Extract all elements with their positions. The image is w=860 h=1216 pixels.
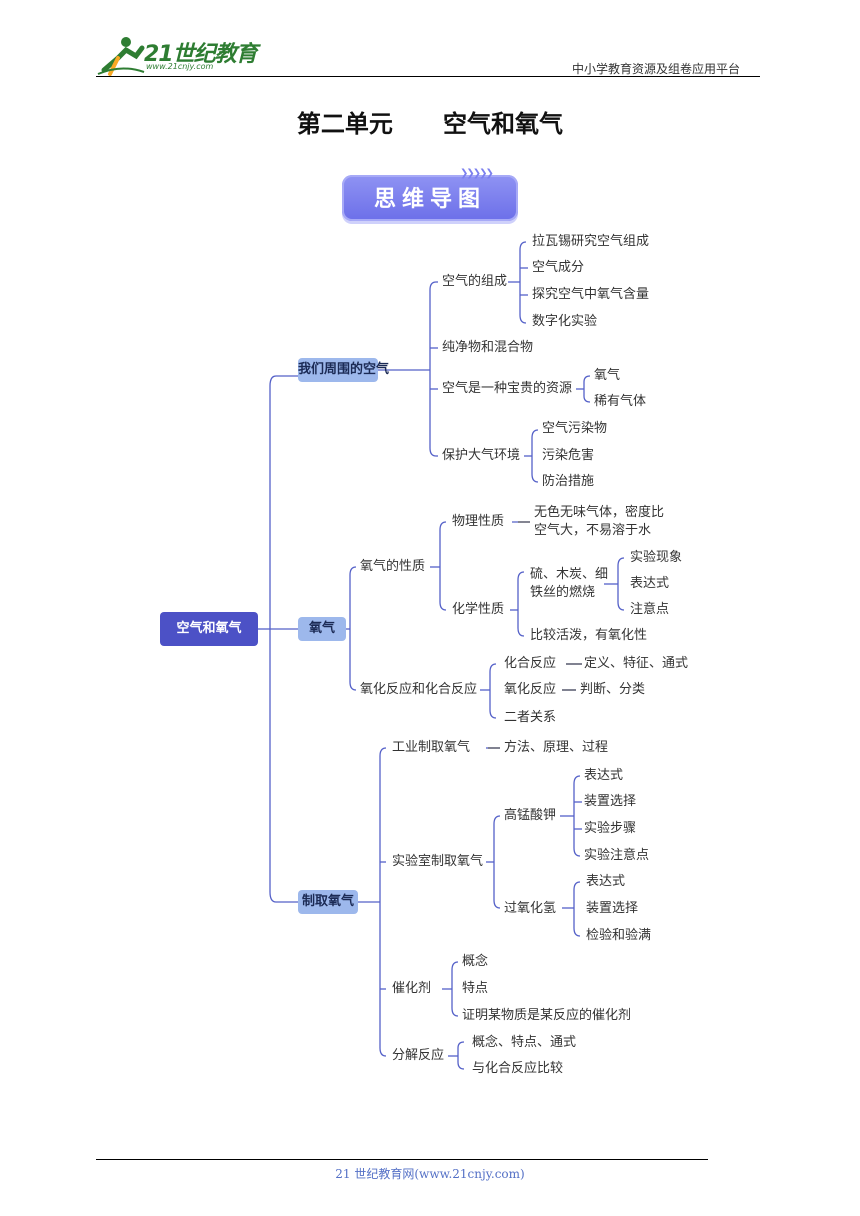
node-chemical-properties: 化学性质	[452, 602, 505, 617]
leaf: 定义、特征、通式	[584, 656, 689, 671]
leaf: 装置选择	[584, 794, 637, 809]
node-h2o2: 过氧化氢	[504, 901, 557, 916]
leaf: 实验现象	[630, 550, 683, 565]
leaf: 检验和验满	[586, 928, 652, 943]
node-combination: 化合反应	[504, 656, 557, 671]
node-protect-atmosphere: 保护大气环境	[442, 448, 521, 463]
node-oxygen-properties: 氧气的性质	[360, 559, 426, 574]
leaf: 特点	[462, 981, 489, 996]
mindmap-banner-text: 思维导图	[373, 187, 486, 212]
chevron-decoration-icon: ❯❯❯❯❯	[460, 168, 494, 179]
runner-logo-icon	[97, 37, 145, 76]
node-industrial: 工业制取氧气	[392, 740, 471, 755]
leaf: 证明某物质是某反应的催化剂	[462, 1008, 632, 1023]
leaf: 实验步骤	[584, 821, 637, 836]
leaf: 表达式	[630, 576, 670, 591]
leaf: 概念	[462, 954, 489, 969]
node-oxidation-combination: 氧化反应和化合反应	[360, 682, 478, 697]
node-lab: 实验室制取氧气	[392, 854, 484, 869]
leaf: 探究空气中氧气含量	[532, 287, 650, 302]
leaf: 氧气	[594, 368, 621, 383]
leaf: 装置选择	[586, 901, 639, 916]
node-kmno4: 高锰酸钾	[504, 808, 557, 823]
node-pure-mixture: 纯净物和混合物	[442, 340, 534, 355]
node-burning: 硫、木炭、细	[530, 567, 609, 582]
leaf: 与化合反应比较	[472, 1061, 564, 1076]
branch-our-air: 我们周围的空气	[298, 358, 389, 382]
leaf: 比较活泼，有氧化性	[530, 628, 648, 643]
leaf: 注意点	[630, 602, 670, 617]
branch-oxygen: 氧气	[298, 617, 346, 641]
page-title: 第二单元 空气和氧气	[296, 110, 564, 138]
branch-making-oxygen: 制取氧气	[298, 890, 358, 914]
leaf: 空气污染物	[542, 421, 608, 436]
node-air-resource: 空气是一种宝贵的资源	[442, 381, 573, 396]
logo-url: www.21cnjy.com	[146, 62, 214, 71]
leaf: 稀有气体	[594, 394, 647, 409]
leaf: 实验注意点	[584, 848, 650, 863]
leaf: 污染危害	[542, 448, 595, 463]
node-burning-2: 铁丝的燃烧	[530, 585, 596, 600]
leaf: 空气大，不易溶于水	[534, 523, 652, 538]
leaf: 方法、原理、过程	[504, 740, 609, 755]
logo-text: 21世纪教育	[144, 42, 258, 67]
mindmap-root: 空气和氧气	[160, 612, 258, 646]
leaf: 判断、分类	[580, 682, 646, 697]
leaf: 概念、特点、通式	[472, 1035, 577, 1050]
leaf: 无色无味气体，密度比	[534, 505, 665, 520]
node-decomposition: 分解反应	[392, 1048, 445, 1063]
node-oxidation: 氧化反应	[504, 682, 557, 697]
mindmap-banner	[342, 175, 518, 221]
header-rule	[96, 76, 760, 77]
leaf: 表达式	[586, 874, 626, 889]
platform-name: 中小学教育资源及组卷应用平台	[572, 62, 741, 76]
leaf: 防治措施	[542, 474, 595, 489]
site-logo	[96, 34, 266, 76]
leaf: 数字化实验	[532, 314, 598, 329]
footer-rule	[96, 1159, 708, 1160]
node-catalyst: 催化剂	[392, 981, 432, 996]
leaf: 表达式	[584, 768, 624, 783]
leaf: 空气成分	[532, 260, 585, 275]
leaf: 二者关系	[504, 710, 557, 725]
node-physical-properties: 物理性质	[452, 514, 505, 529]
leaf: 拉瓦锡研究空气组成	[532, 234, 650, 249]
footer-text: 21 世纪教育网(www.21cnjy.com)	[335, 1167, 525, 1181]
node-air-composition: 空气的组成	[442, 274, 508, 289]
